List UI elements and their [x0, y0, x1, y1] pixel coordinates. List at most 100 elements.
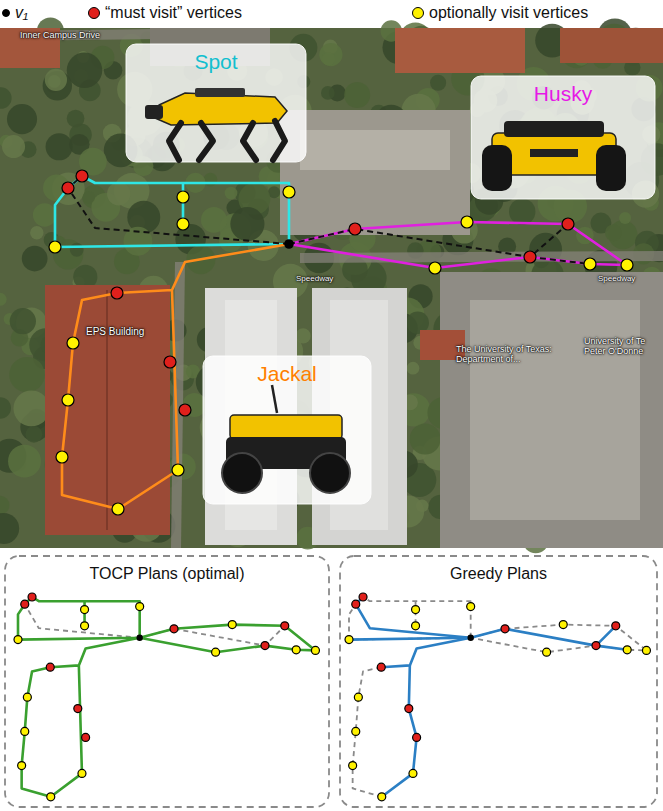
must-visit-vertex	[74, 705, 82, 713]
optional-vertex	[14, 636, 22, 644]
panel-border	[5, 556, 329, 807]
optional-vertex	[292, 646, 300, 654]
tree-canopy	[321, 86, 335, 100]
tree-canopy	[2, 135, 25, 158]
robot-card: Jackal	[202, 355, 372, 505]
must-visit-vertex	[405, 705, 413, 713]
must-visit-vertex	[562, 218, 574, 230]
node-outline	[339, 555, 658, 808]
must-visit-vertex	[359, 593, 367, 601]
optional-vertex	[21, 727, 29, 735]
tree-canopy	[33, 203, 56, 226]
tree-canopy	[605, 224, 622, 241]
must-visit-vertex	[352, 600, 360, 608]
panel-title: Greedy Plans	[339, 555, 658, 583]
optional-vertex	[543, 648, 551, 656]
tree-canopy	[0, 397, 11, 419]
tree-canopy	[0, 496, 10, 515]
map-imagery	[0, 17, 663, 553]
robot-wheel	[310, 453, 350, 493]
optional-vertex	[378, 793, 386, 801]
optional-vertex	[429, 262, 441, 274]
tree-canopy	[22, 246, 48, 272]
legend-entry: v₁	[2, 3, 28, 23]
tree-canopy	[0, 513, 19, 544]
optional-vertex	[18, 762, 26, 770]
tree-canopy	[45, 69, 67, 91]
optional-vertex	[62, 394, 74, 406]
building-label: University of Te Peter O'Donne	[584, 336, 659, 357]
optional-vertex	[345, 636, 353, 644]
unused-edge	[25, 597, 140, 638]
card-background	[126, 44, 306, 162]
optional-vertex	[177, 218, 189, 230]
must-visit-vertex	[46, 663, 54, 671]
optional-vertex	[409, 769, 417, 777]
must-visit-vertex	[261, 642, 269, 650]
robot-payload	[195, 88, 245, 97]
must-visit-vertex	[349, 223, 361, 235]
optional-vertex	[112, 503, 124, 515]
robot-top	[230, 415, 342, 439]
node-illustration	[482, 121, 626, 191]
legend-swatch	[2, 9, 10, 17]
tree-canopy	[107, 182, 130, 205]
robot-name: Spot	[125, 43, 307, 74]
building-label: The University of Texas: Department of..…	[456, 344, 574, 365]
legend-entry: optionally visit vertices	[412, 3, 588, 23]
plan-route	[22, 638, 140, 797]
tree-canopy	[0, 293, 7, 306]
must-visit-vertex	[62, 182, 74, 194]
tree-canopy	[8, 445, 41, 478]
street-label: Speedway	[296, 274, 333, 283]
optional-vertex	[172, 464, 184, 476]
robot-leg	[199, 123, 213, 160]
start-vertex	[467, 635, 473, 641]
tree-canopy	[67, 52, 103, 88]
street-label: Speedway	[598, 274, 635, 283]
panel-border	[340, 556, 657, 807]
robot-body	[155, 93, 287, 125]
must-visit-vertex	[28, 593, 36, 601]
legend-swatch	[412, 7, 424, 19]
plan-route	[18, 597, 140, 640]
legend-text: optionally visit vertices	[429, 4, 588, 22]
must-visit-vertex	[592, 642, 600, 650]
must-visit-vertex	[281, 622, 289, 630]
optional-vertex	[23, 693, 31, 701]
building-roof	[560, 28, 663, 63]
optional-vertex	[81, 606, 89, 614]
optional-vertex	[623, 646, 631, 654]
panel-title: TOCP Plans (optimal)	[4, 555, 330, 583]
optional-vertex	[56, 451, 68, 463]
node-illustration	[222, 385, 350, 493]
tree-canopy	[9, 357, 45, 393]
must-visit-vertex	[21, 600, 29, 608]
optional-vertex	[136, 603, 144, 611]
tree-canopy	[322, 52, 335, 65]
optional-vertex	[621, 259, 633, 271]
legend-text: v₁	[15, 4, 28, 22]
tree-canopy	[225, 187, 238, 200]
building-roof	[470, 300, 640, 520]
must-visit-vertex	[170, 625, 178, 633]
building-roof	[300, 130, 450, 170]
robot-antenna	[272, 385, 277, 413]
robot-routes	[49, 170, 633, 515]
plan-route	[349, 638, 471, 640]
card-background	[203, 356, 371, 504]
tree-canopy	[46, 133, 73, 160]
optional-vertex	[212, 648, 220, 656]
node-illustration	[14, 593, 319, 801]
legend-text: “must visit” vertices	[105, 4, 242, 22]
tree-canopy	[509, 198, 535, 224]
must-visit-vertex	[612, 622, 620, 630]
robot-leg	[273, 121, 285, 160]
robot-leg	[243, 123, 256, 160]
tree-canopy	[70, 243, 84, 257]
building-label: EPS Building	[86, 326, 144, 338]
must-visit-vertex	[76, 170, 88, 182]
optional-vertex	[177, 191, 189, 203]
start-vertex	[284, 239, 294, 249]
optional-vertex	[78, 769, 86, 777]
